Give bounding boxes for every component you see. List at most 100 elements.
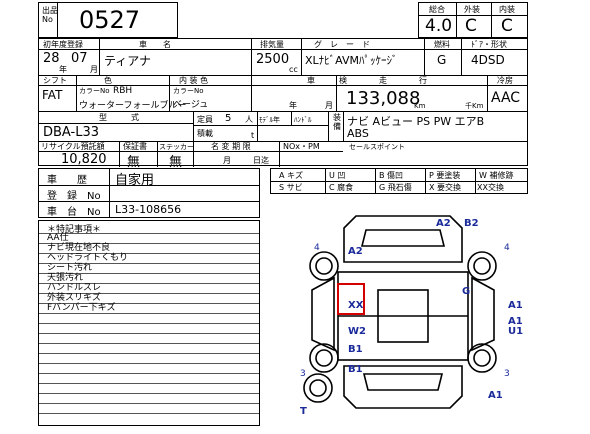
note-item: ナビ現在地不良 — [47, 243, 111, 253]
shift-type: FAT — [42, 88, 63, 102]
color-label: 色 — [104, 76, 112, 85]
legend-desc: 飛石傷 — [387, 183, 412, 192]
fuel-label: 燃料 — [434, 40, 450, 49]
wheel-front-right — [467, 251, 497, 281]
mark-w2: W2 — [348, 326, 366, 337]
reg-no-label: 登 録 No — [47, 191, 101, 202]
first-reg-year: 28 — [43, 51, 60, 66]
legend-desc: 要交換 — [437, 183, 462, 192]
grade: XLﾅﾋﾞAVMﾊﾟｯｹｰｼﾞ — [305, 54, 398, 67]
grade-label: グ レ ー ド — [314, 40, 370, 49]
windshield-outline — [360, 229, 446, 247]
score-label-interior: 内装 — [499, 5, 515, 14]
interior-label: 内 装 色 — [179, 76, 209, 85]
wheel-front-left — [309, 251, 339, 281]
legend-desc: 傷凹 — [387, 171, 404, 180]
sticker-label: ステッカー — [159, 143, 194, 151]
score-box: 総合 外装 内装 4.0 C C — [418, 2, 528, 38]
history-label: 車 歴 — [47, 175, 87, 186]
legend-desc: サビ — [286, 183, 303, 192]
mark-a1-rear: A1 — [488, 390, 503, 401]
mark-t: T — [300, 406, 307, 417]
legend-code: G — [379, 183, 386, 192]
mark-a2-top: A2 — [436, 218, 451, 229]
mark-4-left: 4 — [314, 243, 320, 253]
mark-a1-right-1: A1 — [508, 300, 523, 311]
legend-desc: 交換 — [487, 183, 504, 192]
first-reg-month: 07 — [71, 51, 88, 66]
mark-4-right: 4 — [504, 243, 510, 253]
score-interior: C — [501, 16, 513, 36]
replaced-panel-highlight — [337, 283, 365, 315]
mark-g: G — [462, 286, 470, 297]
thousand-km-unit: 千Km — [465, 102, 484, 110]
mark-u1: U1 — [508, 326, 523, 337]
interior-no-label: カラーNo — [173, 87, 204, 95]
history-value: 自家用 — [115, 173, 155, 188]
nox-label: NOx・PM — [283, 142, 320, 151]
recycle-fee: 10,820 — [61, 152, 107, 167]
warranty-label: 保証書 — [123, 142, 147, 151]
mark-a1-right-2: A1 — [508, 316, 523, 327]
handle-label: ﾊﾝﾄﾞﾙ — [294, 116, 312, 124]
mileage-label: 走 行 — [379, 76, 427, 85]
mark-b2-top: B2 — [464, 218, 479, 229]
ac-type: AAC — [491, 90, 521, 106]
wheel-rear-right — [467, 343, 497, 373]
legend-desc: 腐食 — [337, 183, 354, 192]
history-block: 車 歴 自家用 登 録 No 車 台 No L33-108656 — [38, 168, 260, 218]
legend-code: W — [479, 171, 487, 180]
nc-month-unit: 月 — [223, 156, 231, 165]
rear-window-outline — [362, 373, 444, 391]
notes-title: ＊特記事項＊ — [47, 225, 102, 235]
door-label: ﾄﾞｱ・形状 — [471, 40, 507, 49]
note-item: ヘッドライトくもり — [47, 253, 129, 263]
legend-desc: 要塗装 — [436, 171, 461, 180]
note-item: シート汚れ — [47, 263, 93, 273]
notes-panel: ＊特記事項＊ AA仕 ナビ現在地不良 ヘッドライトくもり シート汚れ 天張 — [38, 220, 260, 426]
mark-xx: XX — [348, 300, 364, 311]
legend-code: U — [329, 171, 335, 180]
model-code: DBA-L33 — [43, 125, 100, 140]
equipment-label: 装備 — [333, 113, 341, 131]
legend-desc: キズ — [287, 171, 304, 180]
wheel-rear-left — [309, 343, 339, 373]
note-item: AA仕 — [47, 233, 69, 243]
first-reg-label: 初年度登録 — [43, 40, 83, 49]
nc-day-unit: 日迄 — [253, 156, 269, 165]
hood-outline — [343, 215, 463, 263]
model-year-label: ﾓﾃﾞﾙ年 — [259, 116, 280, 124]
insp-year-unit: 年 — [289, 101, 297, 110]
km-unit: Km — [414, 102, 426, 110]
mark-3-left: 3 — [300, 369, 306, 379]
trunk-outline — [343, 365, 463, 409]
year-unit: 年 — [59, 65, 67, 74]
capacity-label: 定員 — [197, 115, 213, 124]
equipment-line-2: ABS — [347, 127, 369, 140]
mark-b1-1: B1 — [348, 344, 363, 355]
notes-lines — [39, 221, 259, 425]
month-unit: 月 — [90, 65, 98, 74]
cc-unit: cc — [289, 65, 298, 74]
model-label: 型 式 — [99, 113, 139, 122]
score-total: 4.0 — [425, 16, 453, 36]
door-shape: 4DSD — [471, 53, 505, 67]
ac-label: 冷房 — [497, 76, 513, 85]
note-item: Fバンパー下キズ — [47, 303, 116, 313]
lot-number: 0527 — [79, 6, 141, 34]
recycle-label: リサイクル預託額 — [41, 142, 105, 151]
legend-desc: 凹 — [337, 171, 346, 180]
legend-code: P — [429, 171, 434, 180]
fuel: G — [437, 53, 447, 67]
chassis-label: 車 台 No — [47, 207, 101, 218]
note-item: 天張汚れ — [47, 273, 84, 283]
displacement: 2500 — [256, 52, 290, 67]
load-unit: t — [251, 131, 255, 140]
mileage: 133,088 — [346, 88, 421, 109]
inspection-label: 車 検 — [307, 76, 347, 85]
shift-label: シフト — [43, 76, 67, 85]
score-exterior: C — [465, 16, 477, 36]
sales-point-label: セールスポイント — [349, 143, 405, 151]
